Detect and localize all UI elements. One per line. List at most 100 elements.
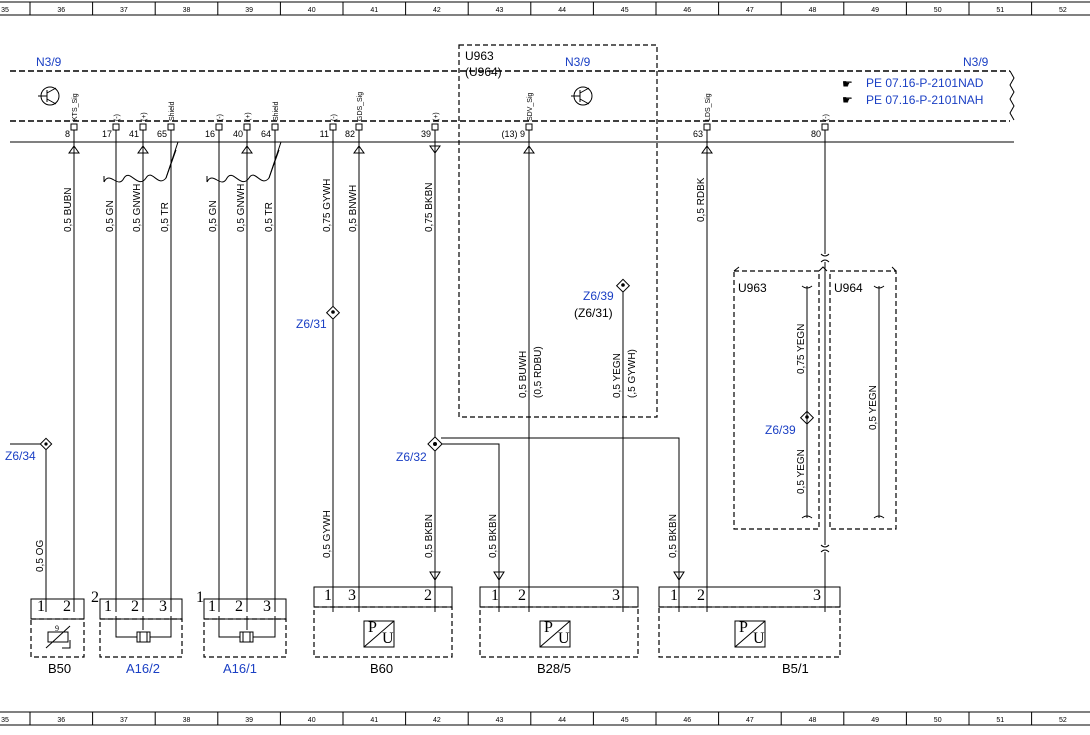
- wire-label: 0,5 YEGN: [868, 385, 879, 430]
- grid-column-label: 51: [996, 7, 1004, 14]
- wire-label: 0,5 GYWH: [322, 510, 333, 558]
- grid-column-label: 41: [370, 717, 378, 724]
- svg-text:Shield: Shield: [273, 101, 280, 121]
- component-b28-5: 1 2 3 P U B28/5: [479, 586, 639, 676]
- wire-label: 0,5 OG: [35, 540, 46, 572]
- svg-text:(-): (-): [114, 114, 121, 121]
- grid-column-label: 41: [370, 7, 378, 14]
- wire-label: 0,5 BKBN: [424, 514, 435, 558]
- svg-text:(-): (-): [331, 114, 338, 121]
- svg-text:2: 2: [518, 587, 526, 604]
- signal-arrow-icon: [68, 145, 80, 154]
- svg-text:1: 1: [324, 587, 332, 604]
- splice-z6-39: Z6/39 (Z6/31): [574, 278, 631, 320]
- component-label: A16/1: [223, 661, 257, 676]
- splice-label: Z6/31: [296, 317, 327, 331]
- svg-text:(-): (-): [217, 114, 224, 121]
- control-unit-label-center: N3/9: [565, 55, 591, 69]
- grid-column-label: 48: [809, 7, 817, 14]
- control-unit-label-left: N3/9: [36, 55, 62, 69]
- svg-text:(+): (+): [433, 112, 440, 121]
- wire-label: 0,5 GN: [208, 200, 219, 232]
- grid-column-label: 47: [746, 7, 754, 14]
- wire-label: 0,5 BKBN: [488, 514, 499, 558]
- control-unit-n3-9: N3/9 N3/9 N3/9 ☛ PE 07.16-P-2101NAD ☛ PE…: [10, 55, 1015, 143]
- svg-text:3: 3: [612, 587, 620, 604]
- reference-link-1[interactable]: ☛ PE 07.16-P-2101NAD: [842, 76, 984, 91]
- component-b5-1: 1 2 3 P U B5/1: [658, 586, 841, 676]
- component-label: B28/5: [537, 661, 571, 676]
- grid-column-label: 46: [683, 7, 691, 14]
- variant-boxes-right: U963 U964: [733, 266, 897, 530]
- wire-label: 0,5 BKBN: [668, 514, 679, 558]
- svg-text:P: P: [544, 619, 553, 636]
- svg-text:82: 82: [345, 129, 355, 139]
- grid-column-label: 45: [621, 717, 629, 724]
- grid-column-label: 52: [1059, 717, 1067, 724]
- grid-column-label: 36: [57, 717, 65, 724]
- component-label: B60: [370, 661, 393, 676]
- grid-column-label: 50: [934, 7, 942, 14]
- variant-label-u963: U963: [738, 281, 767, 295]
- svg-text:9: 9: [55, 624, 59, 633]
- svg-text:(+): (+): [245, 112, 252, 121]
- grid-column-label: 51: [996, 717, 1004, 724]
- knock-sensor-icon: [218, 616, 276, 643]
- wire-label: 0,5 GNWH: [132, 184, 143, 232]
- svg-text:80: 80: [811, 129, 821, 139]
- svg-text:(+): (+): [141, 112, 148, 121]
- reference-link-2[interactable]: ☛ PE 07.16-P-2101NAH: [842, 93, 983, 107]
- splice-z6-39-b: Z6/39: [765, 410, 815, 437]
- transistor-icon: [38, 86, 60, 106]
- svg-text:(13) 9: (13) 9: [501, 129, 525, 139]
- grid-column-label: 40: [308, 7, 316, 14]
- signal-arrow-icon: [493, 571, 505, 581]
- component-label: B50: [48, 661, 71, 676]
- component-label: B5/1: [782, 661, 809, 676]
- svg-text:11: 11: [320, 129, 329, 139]
- variant-box-title: U963: [465, 49, 494, 63]
- grid-column-label: 48: [809, 717, 817, 724]
- svg-text:3: 3: [348, 587, 356, 604]
- pin-7: 11 (-): [320, 114, 338, 142]
- svg-text:39: 39: [421, 129, 431, 139]
- reference-link-text[interactable]: PE 07.16-P-2101NAH: [866, 93, 983, 107]
- wire-label: 0,5 BNWH: [348, 185, 359, 232]
- svg-text:17: 17: [102, 129, 112, 139]
- grid-column-label: 37: [120, 7, 128, 14]
- component-a16-1: 1 1 2 3 A16/1: [196, 589, 287, 676]
- grid-column-label: 45: [621, 7, 629, 14]
- wire-label: 0,5 RDBK: [696, 177, 707, 222]
- variant-box-subtitle: (U964): [465, 65, 502, 79]
- signal-arrow-icon: [429, 571, 441, 581]
- grid-column-label: 38: [183, 717, 191, 724]
- svg-text:Shield: Shield: [169, 101, 176, 121]
- component-b50: 1 2 9 B50: [30, 598, 85, 676]
- svg-text:40: 40: [233, 129, 243, 139]
- svg-text:2: 2: [91, 589, 99, 606]
- pin-12: 80 (-): [811, 114, 830, 142]
- svg-text:1: 1: [208, 598, 216, 615]
- svg-text:1: 1: [670, 587, 678, 604]
- knock-sensor-icon: [115, 616, 172, 643]
- grid-column-label: 49: [871, 717, 879, 724]
- svg-text:KTS_Sig: KTS_Sig: [72, 93, 79, 121]
- svg-text:1: 1: [491, 587, 499, 604]
- pointing-hand-icon: ☛: [842, 93, 853, 107]
- wire-label: 0,75 BKBN: [424, 183, 435, 232]
- svg-text:P: P: [368, 619, 377, 636]
- connector-pins: 8KTS_Sig17(-)41(+)65Shield16(-)40(+)64Sh…: [65, 92, 830, 142]
- svg-text:(-): (-): [823, 114, 830, 121]
- splice-label: Z6/39: [583, 289, 614, 303]
- reference-link-text[interactable]: PE 07.16-P-2101NAD: [866, 76, 984, 90]
- components: 1 2 9 B50 2 1 2 3 A16/2: [30, 586, 841, 676]
- svg-text:2: 2: [697, 587, 705, 604]
- wire-label: 0,5 GNWH: [236, 184, 247, 232]
- svg-text:2: 2: [424, 587, 432, 604]
- grid-column-label: 47: [746, 717, 754, 724]
